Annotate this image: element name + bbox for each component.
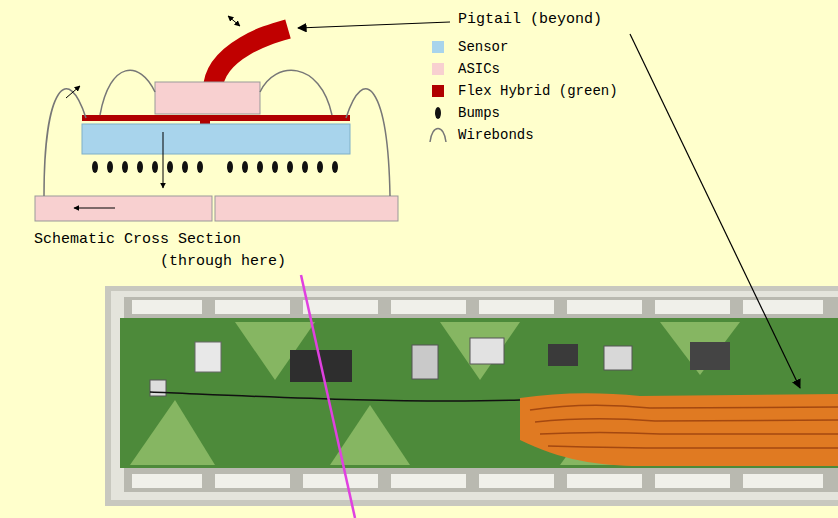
- legend-entry: Wirebonds: [430, 126, 534, 144]
- bump: [257, 161, 263, 173]
- bond-pad: [215, 474, 290, 488]
- component: [604, 346, 632, 370]
- wirebonds: [44, 70, 390, 196]
- flow-arrow: [66, 86, 80, 98]
- legend-entry: Sensor: [430, 38, 508, 56]
- bond-pad: [479, 300, 554, 314]
- bond-pad: [303, 474, 378, 488]
- bump: [287, 161, 293, 173]
- bump: [137, 161, 143, 173]
- legend-text: Wirebonds: [458, 126, 534, 144]
- legend-entry: Flex Hybrid (green): [430, 82, 618, 100]
- bump: [227, 161, 233, 173]
- bond-pad: [479, 474, 554, 488]
- bond-pad: [132, 474, 202, 488]
- bond-pad: [567, 474, 642, 488]
- legend-swatch: [432, 63, 444, 75]
- legend-swatch: [432, 41, 444, 53]
- bond-row-top: [124, 297, 838, 319]
- bump: [332, 161, 338, 173]
- wirebond: [44, 89, 86, 196]
- bump: [107, 161, 113, 173]
- photo-frame: [105, 286, 838, 506]
- legend-swatch: [432, 85, 444, 97]
- board-patch: [130, 400, 215, 465]
- bump: [92, 161, 98, 173]
- flex-trace: [540, 433, 838, 435]
- flex-trace: [530, 405, 838, 410]
- bond-pad: [303, 300, 378, 314]
- motion-arrow: [228, 16, 240, 26]
- bump: [122, 161, 128, 173]
- leader-line: [630, 34, 800, 388]
- legend-entry: Bumps: [430, 104, 500, 122]
- leader-line: [298, 22, 450, 28]
- module-photo: [105, 286, 838, 506]
- component: [412, 345, 438, 379]
- flow-arrow: [163, 132, 164, 188]
- hybrid-board: [120, 318, 838, 468]
- bond-pad: [743, 300, 823, 314]
- bond-pad: [743, 474, 823, 488]
- bond-pad: [132, 300, 202, 314]
- component: [548, 344, 578, 366]
- bump-symbol: [435, 107, 441, 119]
- bond-pad: [391, 474, 466, 488]
- bump: [242, 161, 248, 173]
- bond-pad: [655, 474, 730, 488]
- asic-bottom: [215, 196, 398, 221]
- bump: [167, 161, 173, 173]
- section-caption: Schematic Cross Section: [34, 231, 241, 248]
- flex-trace: [535, 419, 838, 422]
- flex-trace: [548, 446, 838, 448]
- pigtail-label: Pigtail (beyond): [458, 11, 602, 28]
- bump: [197, 161, 203, 173]
- bumps: [92, 161, 338, 173]
- wirebond: [260, 70, 332, 115]
- wire: [150, 392, 520, 401]
- component: [195, 342, 221, 372]
- bond-pad: [215, 300, 290, 314]
- bond-pad: [655, 300, 730, 314]
- legend-text: ASICs: [458, 60, 500, 78]
- flow-arrow: [74, 208, 115, 209]
- legend-text: Flex Hybrid (green): [458, 82, 618, 100]
- sensor: [82, 124, 350, 154]
- asic-top: [155, 82, 260, 114]
- wirebond: [346, 89, 390, 196]
- component: [470, 338, 504, 364]
- section-pointer: [301, 275, 355, 518]
- bond-pad: [391, 300, 466, 314]
- bump: [152, 161, 158, 173]
- wirebond-symbol: [430, 129, 446, 143]
- legend-text: Sensor: [458, 38, 508, 56]
- cross-section: [35, 16, 398, 221]
- bond-row-bottom: [124, 468, 838, 492]
- bond-pad: [567, 300, 642, 314]
- asic-bottom: [35, 196, 212, 221]
- flex-hybrid: [82, 115, 350, 121]
- bump: [302, 161, 308, 173]
- legend-entry: ASICs: [430, 60, 500, 78]
- orange-flex: [520, 393, 838, 466]
- wirebond: [100, 70, 155, 115]
- bump: [317, 161, 323, 173]
- legend-text: Bumps: [458, 104, 500, 122]
- bump: [182, 161, 188, 173]
- bump: [272, 161, 278, 173]
- board-patch: [440, 322, 520, 380]
- section-caption: (through here): [160, 253, 286, 270]
- component: [690, 342, 730, 370]
- flex-traces: [530, 405, 838, 448]
- component: [150, 380, 166, 396]
- photo-carrier: [111, 291, 838, 500]
- board-patch: [660, 322, 740, 375]
